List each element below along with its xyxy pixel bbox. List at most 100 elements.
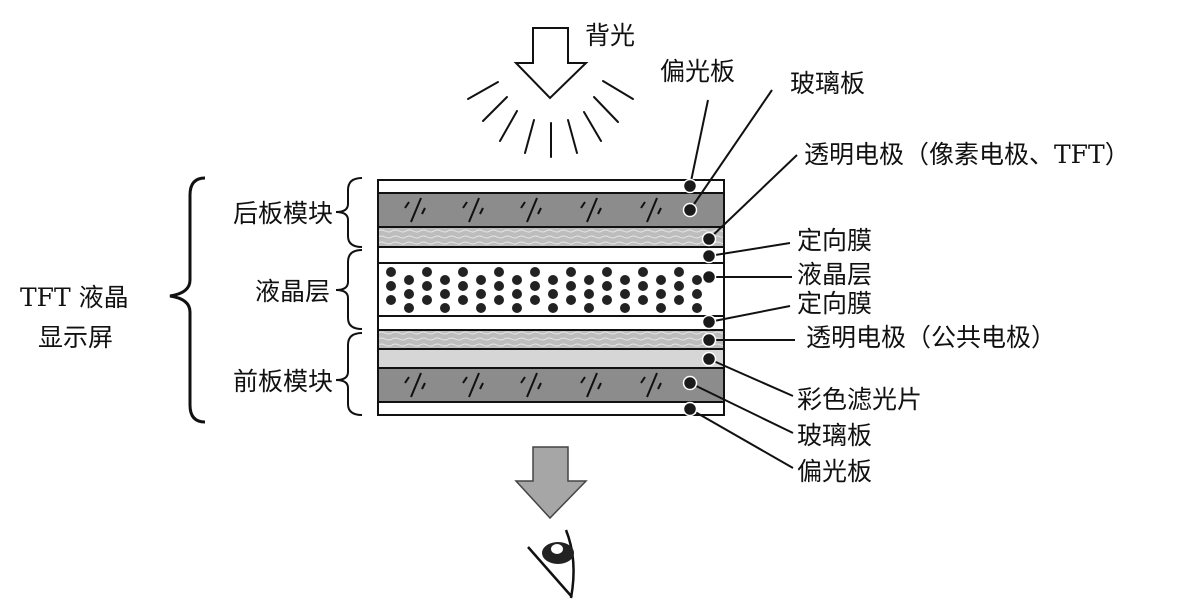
liquid-crystal-molecule [692,289,702,299]
callout-dot [682,202,698,218]
layer-5 [377,262,725,317]
liquid-crystal-molecule [404,303,414,313]
leader-line [708,358,794,397]
callout-10: 偏光板 [682,401,872,486]
liquid-crystal-molecule [422,281,432,291]
liquid-crystal-molecule [440,289,450,299]
layer-3 [377,226,725,248]
layer-stack [377,179,725,416]
liquid-crystal-molecule [584,289,594,299]
leader-line [689,408,794,469]
liquid-crystal-molecule [692,275,702,285]
callout-dot [682,401,698,417]
liquid-crystal-molecule [656,303,666,313]
liquid-crystal-molecule [638,295,648,305]
leader-line [689,382,794,434]
glass-glint-mark [580,197,602,223]
layer-7 [377,329,725,350]
callout-label: 偏光板 [660,57,735,86]
callout-dot [701,269,717,285]
callout-group: 偏光板玻璃板透明电极（像素电极、TFT）定向膜液晶层定向膜透明电极（公共电极）彩… [660,57,1130,486]
glass-glint-mark [580,372,602,398]
brace-lc-layer [335,249,363,330]
liquid-crystal-molecule [404,289,414,299]
group-label-line1: TFT 液晶 [20,283,129,312]
liquid-crystal-molecule [566,295,576,305]
liquid-crystal-molecule [620,289,630,299]
callout-label: 彩色滤光片 [797,385,922,414]
layer-4 [377,246,725,264]
leader-line [708,154,798,240]
liquid-crystal-molecule [656,275,666,285]
liquid-crystal-molecule [638,267,648,277]
module-braces [169,176,363,424]
liquid-crystal-molecule [602,267,612,277]
glass-glint-mark [520,197,542,223]
glass-glint-mark [640,372,662,398]
callout-4: 定向膜 [701,226,872,264]
liquid-crystal-molecule [530,267,540,277]
callout-8: 彩色滤光片 [701,351,922,414]
liquid-crystal-molecule [440,275,450,285]
liquid-crystal-molecule [602,281,612,291]
liquid-crystal-molecule [530,281,540,291]
module-label-lc: 液晶层 [255,277,330,306]
liquid-crystal-molecule [674,295,684,305]
liquid-crystal-molecule [512,289,522,299]
brace-back-module [335,177,363,248]
glass-glint-mark [404,197,426,223]
glass-glint-mark [520,372,542,398]
leader-line [689,99,709,187]
callout-1: 偏光板 [660,57,735,194]
eye-icon [527,529,575,599]
brace-whole [169,176,206,424]
liquid-crystal-molecule [458,267,468,277]
backlight-arrow-icon [513,27,589,100]
callout-7: 透明电极（公共电极） [701,323,1056,352]
leader-line [708,305,791,323]
liquid-crystal-molecule [494,295,504,305]
glass-glint-mark [404,372,426,398]
liquid-crystal-molecule [620,275,630,285]
callout-dot [701,351,717,367]
callout-label: 定向膜 [797,289,872,318]
layer-8 [377,348,725,369]
glass-glint-mark [640,197,662,223]
layer-1 [377,179,725,194]
layer-10 [377,401,725,416]
liquid-crystal-molecule [566,281,576,291]
liquid-crystal-molecule [656,289,666,299]
layer-6 [377,315,725,331]
output-arrow-icon [514,446,588,520]
liquid-crystal-molecule [386,281,396,291]
liquid-crystal-molecule [458,295,468,305]
glass-glint-mark [462,372,484,398]
liquid-crystal-molecule [692,303,702,313]
liquid-crystal-molecule [548,275,558,285]
liquid-crystal-molecule [476,289,486,299]
liquid-crystal-molecule [494,267,504,277]
callout-dot [701,231,717,247]
liquid-crystal-molecule [674,267,684,277]
layer-2 [377,192,725,228]
callout-6: 定向膜 [701,289,872,330]
callout-label: 透明电极（像素电极、TFT） [804,140,1130,169]
callout-label: 玻璃板 [790,69,865,98]
callout-label: 定向膜 [797,226,872,255]
liquid-crystal-molecule [458,281,468,291]
callout-dot [701,332,717,348]
module-label-back: 后板模块 [233,199,333,228]
callout-5: 液晶层 [701,260,872,289]
callout-dot [701,314,717,330]
glass-glint-mark [462,197,484,223]
callout-dot [701,248,717,264]
liquid-crystal-molecule [494,281,504,291]
liquid-crystal-molecule [584,275,594,285]
liquid-crystal-molecule [548,303,558,313]
liquid-crystal-molecule [620,303,630,313]
backlight-label: 背光 [585,21,635,50]
liquid-crystal-molecule [602,295,612,305]
light-rays [467,80,634,158]
callout-label: 玻璃板 [797,421,872,450]
